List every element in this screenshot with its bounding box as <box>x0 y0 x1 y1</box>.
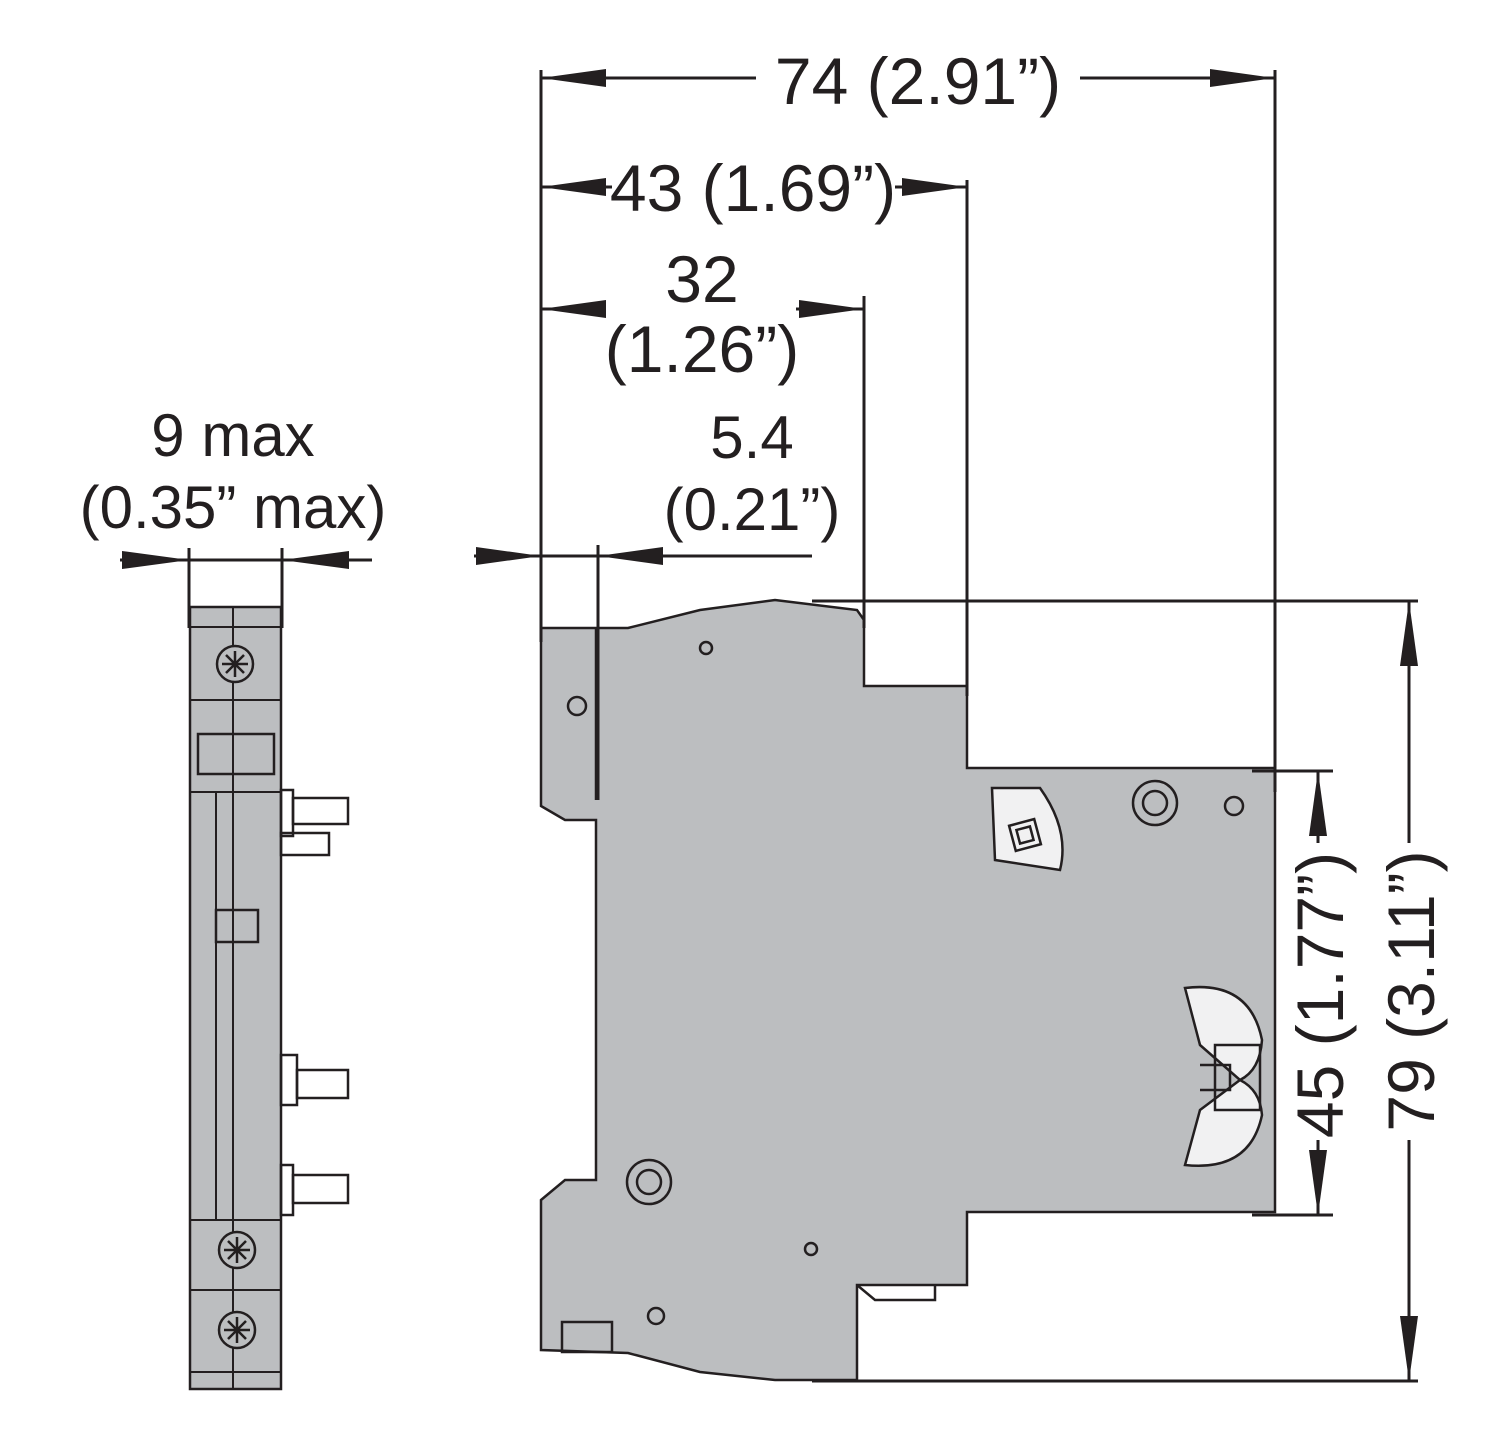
front-view-body <box>539 598 1277 1382</box>
side-view-pin-base-4 <box>279 1163 295 1217</box>
mounting-boss-icon <box>625 1158 673 1206</box>
dimension-79-label: 79 (3.11”) <box>1374 850 1448 1131</box>
hole-icon <box>1223 795 1245 817</box>
mounting-boss-icon <box>1131 779 1179 827</box>
dimension-32-label: 32 <box>665 242 738 316</box>
dimension-32-text-mask <box>606 300 796 320</box>
dimension-79: 79 (3.11”) <box>1374 601 1448 1381</box>
side-view-window <box>196 732 276 776</box>
dimension-9-label: 9 max <box>151 402 314 469</box>
dimension-9-max: 9 max (0.35” max) <box>80 402 387 628</box>
dimension-43-label: 43 (1.69”) <box>610 151 896 225</box>
dimension-32-inch-label: (1.26”) <box>605 312 799 386</box>
lever-icon <box>1183 985 1264 1167</box>
hole-icon <box>803 1241 819 1257</box>
dimension-45-label: 45 (1.77”) <box>1283 852 1357 1138</box>
side-view-pin-3 <box>295 1068 350 1100</box>
dimension-5-4-inch-label: (0.21”) <box>664 476 841 543</box>
side-view-pin-base-3 <box>279 1053 299 1107</box>
front-view-notch <box>856 1284 937 1302</box>
side-view-body <box>188 605 283 1391</box>
rotary-selector-icon <box>990 786 1064 872</box>
hole-icon <box>646 1306 666 1326</box>
dimension-5-4-label: 5.4 <box>710 404 793 471</box>
dimension-74: 74 (2.91”) <box>541 44 1275 118</box>
side-view-pin-1 <box>291 796 350 826</box>
dimension-74-label: 74 (2.91”) <box>775 44 1061 118</box>
screw-icon <box>217 1310 257 1350</box>
side-view-pin-4 <box>291 1173 350 1205</box>
dimension-5-4: 5.4 (0.21”) <box>474 404 840 565</box>
dimension-43: 43 (1.69”) <box>541 151 967 225</box>
front-view: 74 (2.91”) 43 (1.69”) 32 (1.26”) 5.4 (0.… <box>474 44 1448 1383</box>
hole-icon <box>698 640 714 656</box>
side-view-pin-2 <box>279 831 331 857</box>
dimension-45: 45 (1.77”) <box>1283 771 1357 1215</box>
hole-icon <box>566 695 588 717</box>
screw-icon <box>215 644 255 684</box>
dimension-9-inch-label: (0.35” max) <box>80 474 387 541</box>
side-view-tab <box>214 908 260 944</box>
side-view: 9 max (0.35” max) <box>80 402 387 1391</box>
dimension-32: 32 (1.26”) <box>541 242 864 386</box>
front-view-tab <box>560 1320 614 1354</box>
screw-icon <box>217 1230 257 1270</box>
side-view-pin-base-1 <box>279 788 295 838</box>
